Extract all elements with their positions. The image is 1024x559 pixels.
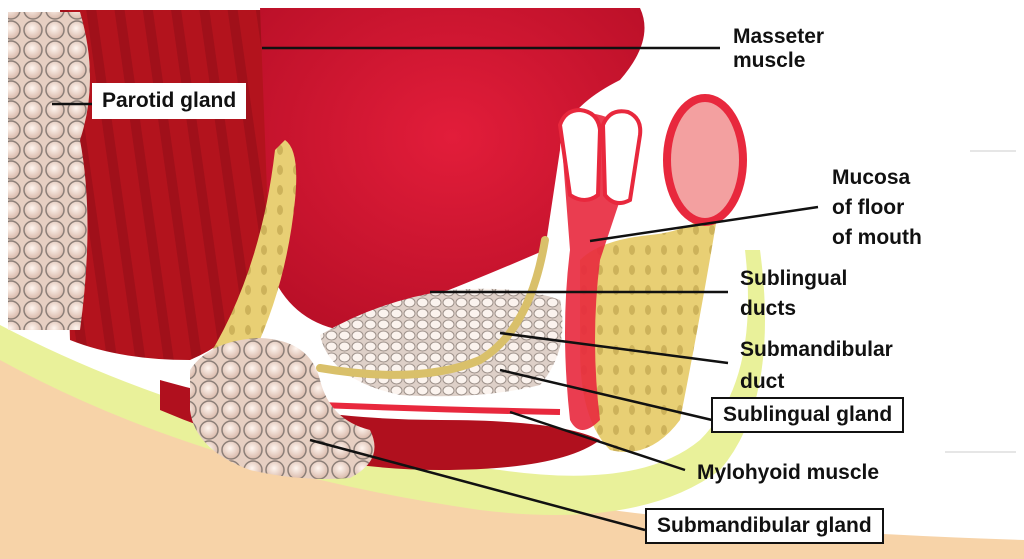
label-submandibular-gland: Submandibular gland	[645, 508, 884, 544]
label-line: muscle	[733, 49, 806, 72]
label-line: Sublingual gland	[723, 403, 893, 426]
leader-mylohyoid	[509, 410, 686, 472]
label-line: Sublingual	[740, 267, 848, 290]
mandible-body	[580, 200, 720, 452]
lip	[663, 94, 747, 226]
parotid-gland	[8, 12, 90, 330]
label-line: Parotid gland	[102, 89, 237, 112]
submandibular-duct	[316, 236, 549, 379]
label-mylohyoid-muscle: Mylohyoid muscle	[697, 461, 879, 485]
label-sublingual-gland: Sublingual gland	[711, 397, 905, 433]
label-masseter-muscle: Masseter muscle	[733, 25, 824, 73]
tongue	[260, 8, 645, 330]
leader-submandibular-gland	[309, 438, 646, 532]
tooth-1	[557, 107, 603, 202]
leader-submandibular-duct	[499, 331, 729, 365]
label-line: Submandibular	[740, 338, 893, 361]
label-line: Mylohyoid muscle	[697, 461, 880, 484]
label-line: Masseter	[733, 25, 825, 48]
label-line: duct	[740, 370, 785, 393]
label-line: ducts	[740, 297, 797, 320]
label-parotid-gland: Parotid gland	[92, 83, 247, 119]
label-sublingual-ducts: Sublingual ducts	[740, 264, 847, 324]
label-submandibular-duct: Submandibular duct	[740, 334, 893, 398]
label-line: of floor	[832, 196, 905, 219]
label-line: Mucosa	[832, 166, 911, 189]
label-line: of mouth	[832, 226, 922, 249]
mandible-ramus	[200, 140, 297, 380]
label-mucosa-floor-of-mouth: Mucosa of floor of mouth	[832, 163, 922, 253]
leader-mucosa	[589, 205, 819, 243]
leader-sublingual-gland	[499, 368, 713, 422]
leader-lines	[52, 46, 819, 532]
label-line: Submandibular gland	[657, 514, 872, 537]
skin-region	[0, 330, 1024, 559]
tooth-2	[600, 109, 643, 206]
